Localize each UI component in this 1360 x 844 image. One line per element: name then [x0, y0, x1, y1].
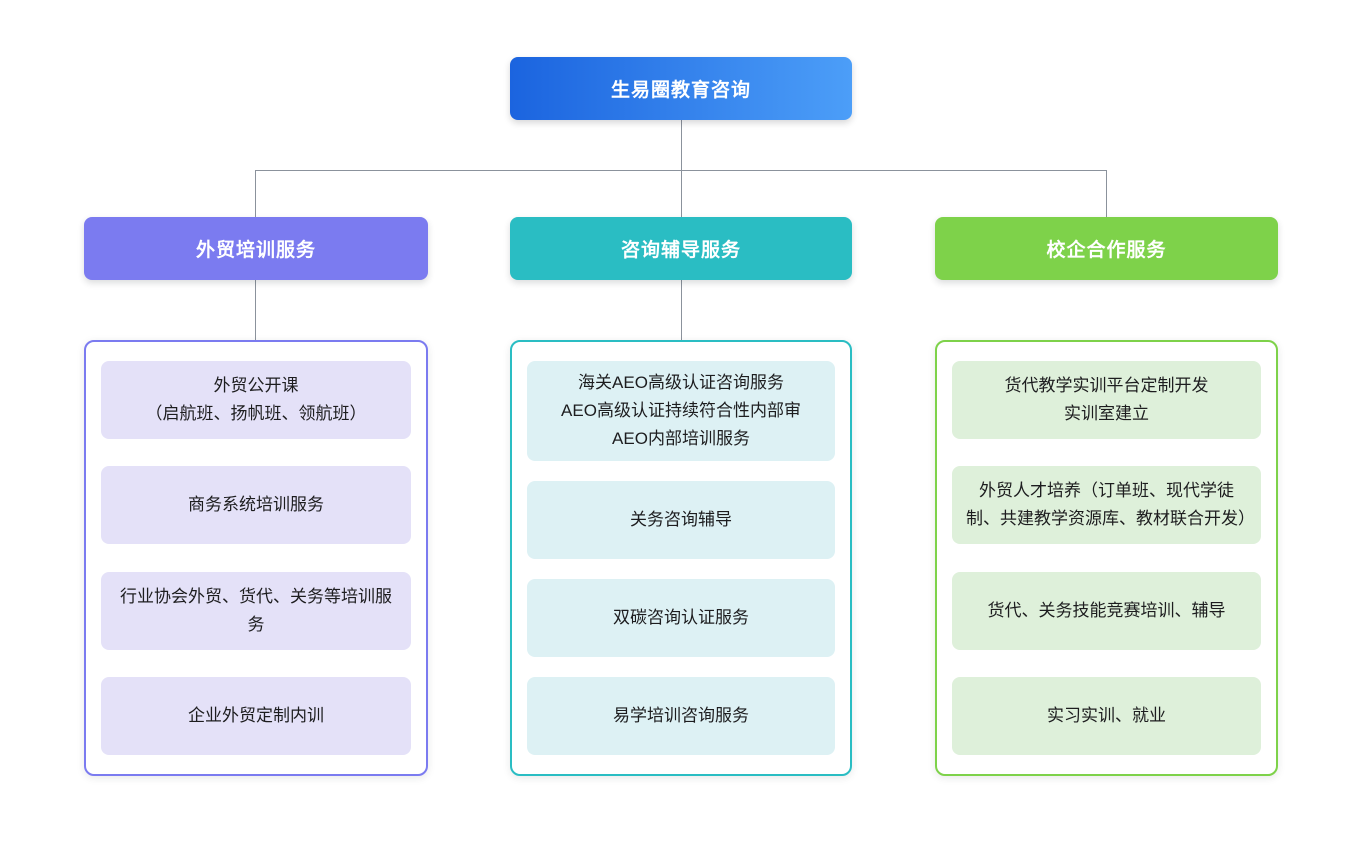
- leaf-item: 易学培训咨询服务: [527, 677, 835, 755]
- branch-container-foreign-trade-training: 外贸公开课 （启航班、扬帆班、领航班） 商务系统培训服务 行业协会外贸、货代、关…: [84, 340, 428, 776]
- leaf-item: 企业外贸定制内训: [101, 676, 411, 755]
- leaf-item-line: 外贸公开课: [213, 376, 299, 395]
- connector-header-container-1: [255, 280, 256, 340]
- leaf-item: 外贸人才培养（订单班、现代学徒制、共建教学资源库、教材联合开发）: [952, 466, 1261, 545]
- leaf-item: 货代教学实训平台定制开发 实训室建立: [952, 361, 1261, 439]
- leaf-item-line: AEO内部培训服务: [612, 429, 750, 448]
- leaf-item: 双碳咨询认证服务: [527, 579, 835, 657]
- branch-header-label: 校企合作服务: [1046, 240, 1167, 261]
- leaf-item: 货代、关务技能竞赛培训、辅导: [952, 571, 1261, 650]
- leaf-item-line: 实训室建立: [1064, 404, 1149, 423]
- connector-root-down: [681, 120, 682, 170]
- connector-drop-branch-1: [255, 170, 256, 217]
- leaf-item-line: 货代、关务技能竞赛培训、辅导: [987, 600, 1226, 620]
- branch-container-consulting-coaching: 海关AEO高级认证咨询服务 AEO高级认证持续符合性内部审 AEO内部培训服务 …: [510, 340, 852, 776]
- connector-drop-branch-3: [1106, 170, 1107, 217]
- leaf-item: 关务咨询辅导: [527, 481, 835, 559]
- branch-header-foreign-trade-training: 外贸培训服务: [84, 217, 428, 280]
- leaf-item-line: 双碳咨询认证服务: [613, 608, 749, 627]
- leaf-item: 行业协会外贸、货代、关务等培训服务: [101, 571, 411, 650]
- branch-header-label: 咨询辅导服务: [620, 240, 741, 261]
- branch-container-school-enterprise-cooperation: 货代教学实训平台定制开发 实训室建立 外贸人才培养（订单班、现代学徒制、共建教学…: [935, 340, 1278, 776]
- leaf-item-line: 行业协会外贸、货代、关务等培训服务: [120, 586, 392, 634]
- branch-header-consulting-coaching: 咨询辅导服务: [510, 217, 852, 280]
- leaf-item-line: 货代教学实训平台定制开发: [1004, 376, 1209, 395]
- root-node: 生易圈教育咨询: [510, 57, 852, 120]
- branch-header-school-enterprise-cooperation: 校企合作服务: [935, 217, 1278, 280]
- leaf-item-line: 易学培训咨询服务: [613, 706, 749, 725]
- leaf-item: 实习实训、就业: [952, 676, 1261, 755]
- leaf-item: 海关AEO高级认证咨询服务 AEO高级认证持续符合性内部审 AEO内部培训服务: [527, 361, 835, 461]
- leaf-item: 外贸公开课 （启航班、扬帆班、领航班）: [101, 361, 411, 439]
- leaf-item-line: 企业外贸定制内训: [188, 705, 324, 725]
- connector-drop-branch-2: [681, 170, 682, 217]
- leaf-item: 商务系统培训服务: [101, 466, 411, 545]
- root-node-label: 生易圈教育咨询: [610, 80, 751, 101]
- leaf-item-line: （启航班、扬帆班、领航班）: [145, 404, 367, 423]
- leaf-item-line: 海关AEO高级认证咨询服务: [578, 373, 784, 392]
- leaf-item-line: 实习实训、就业: [1047, 705, 1166, 725]
- leaf-item-line: 商务系统培训服务: [188, 495, 324, 515]
- leaf-item-line: 外贸人才培养（订单班、现代学徒制、共建教学资源库、教材联合开发）: [966, 481, 1255, 529]
- leaf-item-line: 关务咨询辅导: [630, 510, 732, 529]
- branch-header-label: 外贸培训服务: [195, 240, 316, 261]
- connector-header-container-2: [681, 280, 682, 340]
- leaf-item-line: AEO高级认证持续符合性内部审: [561, 401, 801, 420]
